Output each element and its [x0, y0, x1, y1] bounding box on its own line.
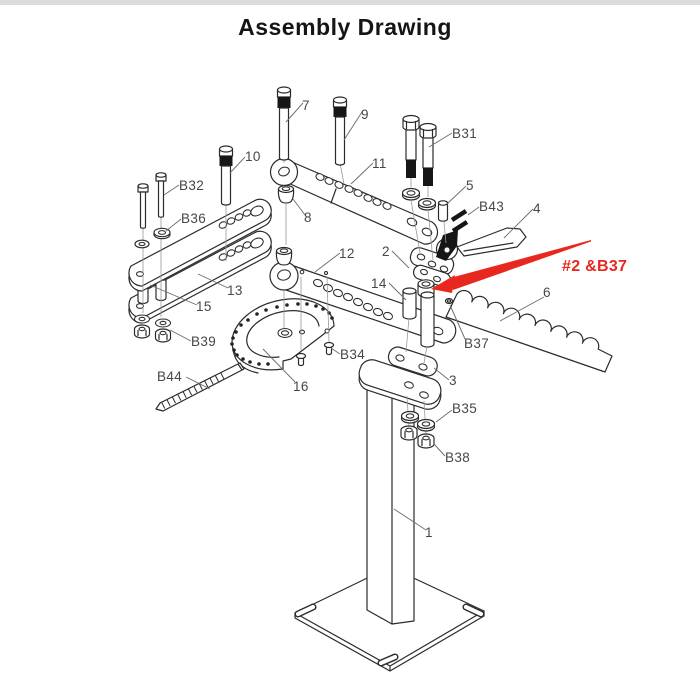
nuts-b38	[400, 425, 435, 449]
bolts-b31	[402, 114, 437, 186]
washers-b35	[400, 410, 436, 432]
callout-7: 7	[302, 98, 310, 113]
callout-b43: B43	[479, 199, 504, 214]
callout-14: 14	[371, 276, 387, 291]
pin-5	[437, 200, 449, 222]
rack-6	[445, 289, 613, 373]
callout-1: 1	[425, 525, 433, 540]
pivot-plates-2	[409, 247, 455, 288]
washers-upper	[401, 187, 437, 211]
stand-column	[366, 384, 415, 625]
callout-12: 12	[339, 246, 355, 261]
callout-b31: B31	[452, 126, 477, 141]
top-bar	[0, 0, 700, 5]
nuts-b39	[133, 314, 172, 343]
callout-b38: B38	[445, 450, 470, 465]
callout-labels: 7 9 10 B32 B36 11 B31 5 B43 4 8 12 2 14 …	[157, 98, 551, 540]
callout-10: 10	[245, 149, 261, 164]
callout-b36: B36	[181, 211, 206, 226]
arm-13	[128, 198, 272, 292]
knob-8	[277, 184, 295, 204]
collar-2	[417, 279, 435, 298]
washer-b37	[444, 297, 454, 305]
callout-8: 8	[304, 210, 312, 225]
washer-b36	[134, 227, 171, 249]
callout-b32: B32	[179, 178, 204, 193]
callout-15: 15	[196, 299, 212, 314]
callout-b37: B37	[464, 336, 489, 351]
screw-b44	[155, 362, 245, 412]
leader-lines	[149, 102, 545, 531]
link-plate-3	[387, 346, 438, 377]
spacers-14	[402, 287, 435, 348]
page-title: Assembly Drawing	[238, 14, 452, 40]
red-arrow-shaft	[450, 240, 591, 290]
callout-b34: B34	[340, 347, 365, 362]
bolt-7	[276, 86, 292, 161]
callout-6: 6	[543, 285, 551, 300]
callout-3: 3	[449, 373, 457, 388]
pivot-knob-lower	[275, 246, 293, 266]
handle-4	[435, 227, 527, 261]
callout-b35: B35	[452, 401, 477, 416]
callout-b39: B39	[191, 334, 216, 349]
column-top-plate	[358, 359, 442, 410]
arm-11	[269, 157, 439, 245]
pins-b43	[450, 209, 469, 233]
callout-13: 13	[227, 283, 243, 298]
callout-2: 2	[382, 244, 390, 259]
quadrant-disc-16	[230, 298, 335, 374]
highlight-annotation: #2 &B37	[431, 240, 627, 293]
callout-4: 4	[533, 201, 541, 216]
bolt-10	[218, 145, 234, 206]
bolts-b32	[137, 172, 167, 229]
callout-9: 9	[361, 107, 369, 122]
red-arrow-head-icon	[431, 275, 455, 293]
screws-b34	[295, 341, 335, 367]
highlight-label: #2 &B37	[562, 258, 627, 275]
bolt-9	[332, 96, 348, 166]
callout-11: 11	[372, 156, 387, 171]
callout-5: 5	[466, 178, 474, 193]
arm-12	[269, 261, 457, 344]
callout-16: 16	[293, 379, 309, 394]
callout-b44: B44	[157, 369, 182, 384]
